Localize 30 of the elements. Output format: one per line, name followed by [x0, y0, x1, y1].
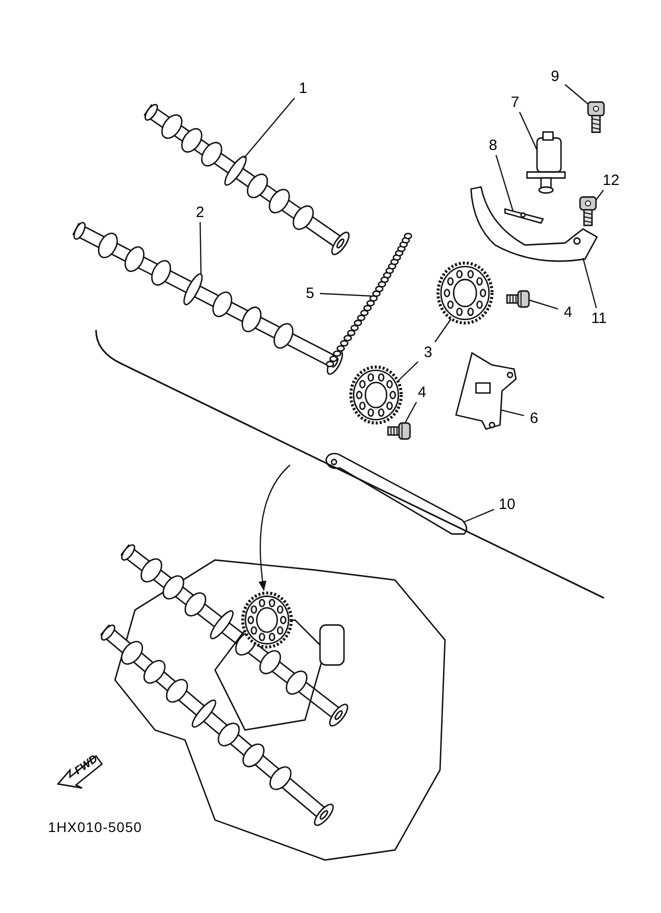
callout-number: 8 — [483, 135, 503, 155]
arrow — [258, 464, 290, 591]
leader-line — [244, 98, 296, 158]
leader-line — [500, 409, 524, 416]
leader-line — [404, 402, 418, 424]
bolt-drawing — [386, 420, 412, 442]
leader-line — [564, 84, 588, 104]
callout-number: 5 — [300, 283, 320, 303]
callout-number: 4 — [412, 382, 432, 402]
callout-number: 9 — [545, 66, 565, 86]
leader-line — [495, 154, 514, 212]
leader-line — [582, 258, 597, 308]
part-number-label: 1HX010-5050 — [48, 820, 142, 834]
callout-number: 12 — [598, 170, 624, 190]
leader-line — [596, 190, 604, 200]
callout-number: 11 — [586, 308, 612, 328]
leader-line — [464, 508, 494, 523]
leader-line — [519, 112, 538, 150]
callout-number: 10 — [494, 494, 520, 514]
callout-number: 1 — [293, 78, 313, 98]
leader-line — [320, 292, 372, 297]
leader-line — [528, 299, 558, 310]
leader-line — [398, 361, 418, 382]
callout-number: 3 — [418, 342, 438, 362]
leader-line — [200, 222, 202, 276]
callout-number: 4 — [558, 302, 578, 322]
callout-number: 7 — [505, 92, 525, 112]
callout-number: 2 — [190, 202, 210, 222]
callout-number: 6 — [524, 408, 544, 428]
leader-line — [434, 318, 452, 342]
